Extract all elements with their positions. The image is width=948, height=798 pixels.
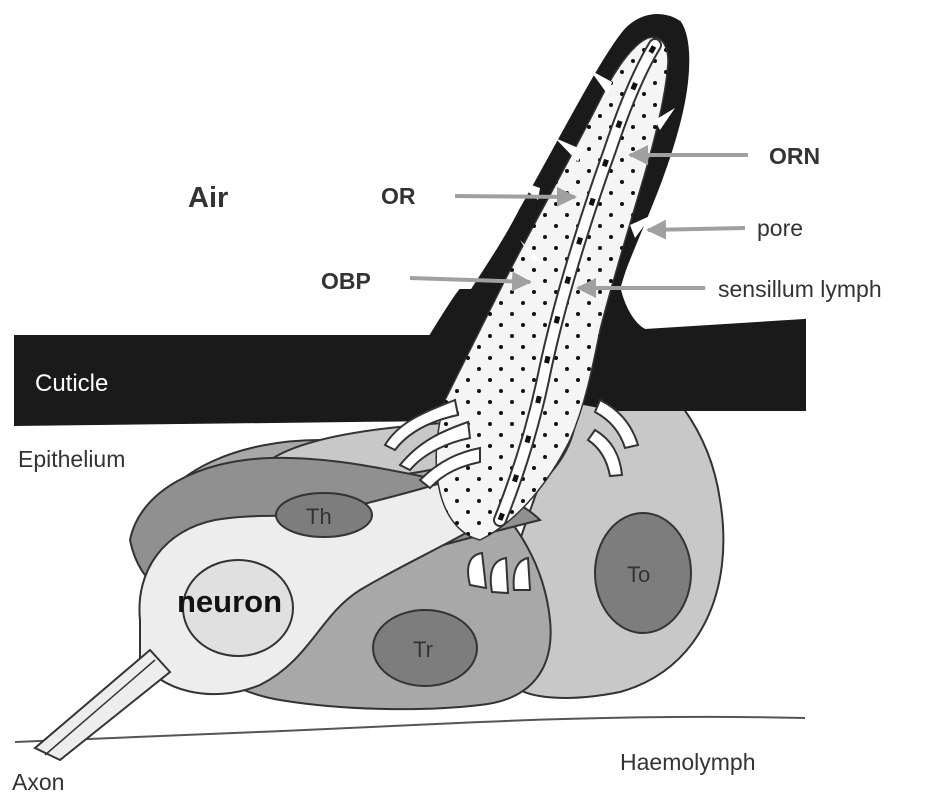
or-arrow xyxy=(455,196,575,197)
label-th: Th xyxy=(306,504,332,529)
label-sensillum-lymph: sensillum lymph xyxy=(718,276,882,302)
label-axon: Axon xyxy=(12,769,64,795)
label-pore: pore xyxy=(757,215,803,241)
label-obp: OBP xyxy=(321,268,371,294)
label-neuron: neuron xyxy=(177,584,282,619)
label-cuticle: Cuticle xyxy=(35,370,108,397)
label-epithelium: Epithelium xyxy=(18,446,125,472)
label-air: Air xyxy=(188,182,228,214)
pore-arrow xyxy=(648,228,745,230)
label-to: To xyxy=(627,562,650,587)
basement-membrane-line xyxy=(15,717,805,742)
label-orn: ORN xyxy=(769,143,820,169)
label-or: OR xyxy=(381,183,416,209)
label-tr: Tr xyxy=(413,637,433,662)
cuticle-layer xyxy=(15,290,805,425)
axon-inner-line xyxy=(45,660,155,755)
label-haemolymph: Haemolymph xyxy=(620,749,756,775)
